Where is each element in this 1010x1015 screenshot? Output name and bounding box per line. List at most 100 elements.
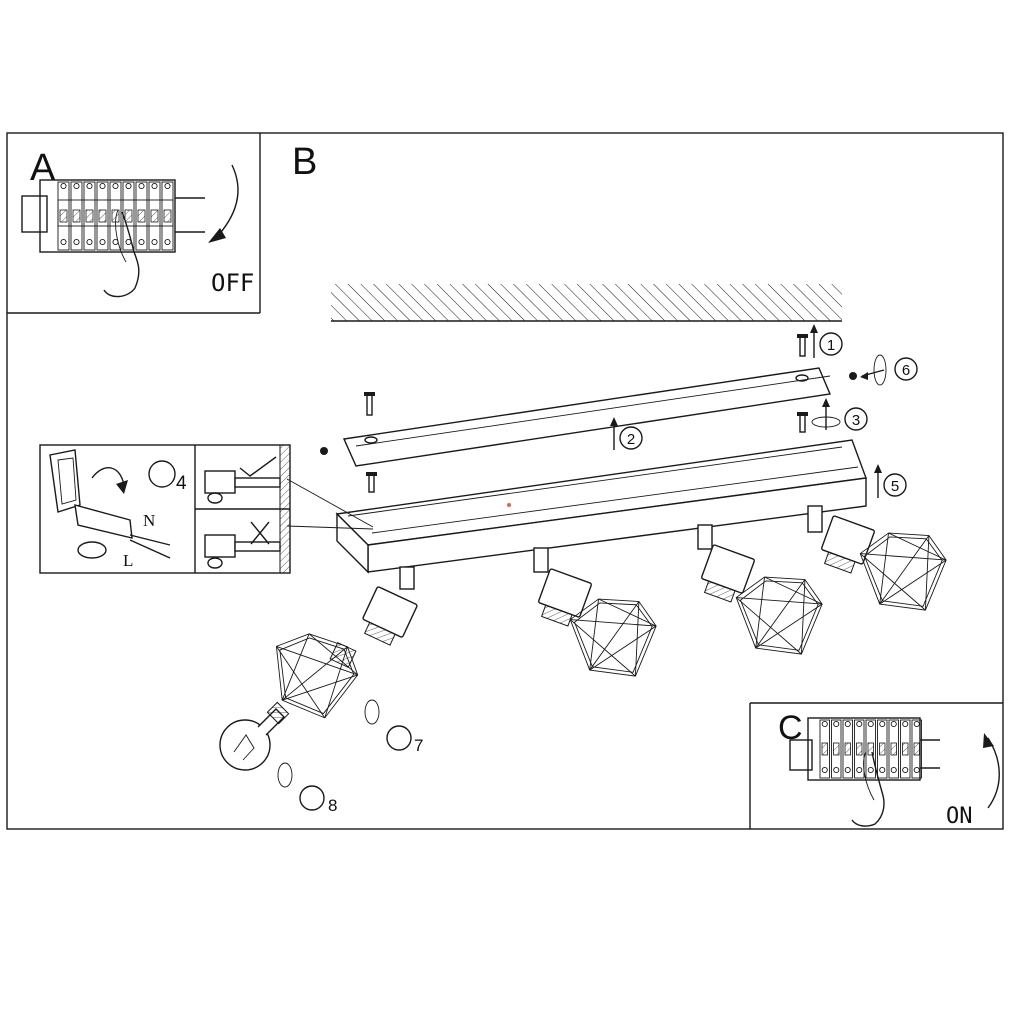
- terminal-screw-icon: [856, 720, 863, 728]
- terminal-screw-icon: [138, 238, 145, 246]
- breaker-toggle: [137, 209, 146, 223]
- terminal-screw-icon: [879, 720, 886, 728]
- rotate-icon: [811, 416, 841, 428]
- terminal-screw-icon: [86, 182, 93, 190]
- rotate-icon: [364, 699, 380, 725]
- terminal-screw-icon: [867, 720, 874, 728]
- breaker-toggle: [72, 209, 81, 223]
- step-1-marker: 1: [810, 324, 843, 358]
- arrow-up-icon: [987, 737, 1000, 809]
- breaker-module: [831, 719, 842, 779]
- nut-icon: [849, 372, 857, 380]
- breaker-module: [888, 719, 899, 779]
- panel-a: A OFF: [21, 147, 254, 298]
- terminal-screw-icon: [879, 766, 886, 774]
- terminal-screw-icon: [913, 766, 920, 774]
- breaker-module: [109, 181, 122, 251]
- terminal-screw-icon: [833, 766, 840, 774]
- svg-text:6: 6: [902, 362, 910, 379]
- terminal-screw-icon: [164, 238, 171, 246]
- terminal-screw-icon: [867, 766, 874, 774]
- step-3-marker: 3: [811, 398, 868, 431]
- step-5-marker: 5: [874, 464, 907, 498]
- rotate-icon: [873, 354, 887, 386]
- panel-c: C ON: [778, 709, 1000, 829]
- wiring-inset: 4 N L: [39, 444, 291, 574]
- breaker-toggle: [833, 742, 840, 756]
- terminal-screw-icon: [902, 766, 909, 774]
- breaker-toggle: [124, 209, 133, 223]
- check-icon: [239, 456, 277, 477]
- spotlight-2: [533, 547, 661, 682]
- terminal-screw-icon: [844, 720, 851, 728]
- mounting-bracket: [342, 367, 831, 467]
- terminal-screw-icon: [99, 238, 106, 246]
- arrow-down-icon: [213, 164, 239, 241]
- center-marker: [507, 503, 511, 507]
- breaker-module: [854, 719, 865, 779]
- terminal-screw-icon: [60, 182, 67, 190]
- breaker-module: [148, 181, 161, 251]
- breaker-box-a: [21, 179, 205, 253]
- svg-text:5: 5: [891, 478, 899, 495]
- breaker-toggle: [150, 209, 159, 223]
- live-label: L: [123, 551, 133, 570]
- breaker-toggle: [879, 742, 886, 756]
- breaker-module: [865, 719, 876, 779]
- terminal-screw-icon: [73, 238, 80, 246]
- breaker-toggle: [856, 742, 863, 756]
- terminal-screw-icon: [890, 766, 897, 774]
- hand-icon: [851, 751, 885, 827]
- terminal-screw-icon: [99, 182, 106, 190]
- switch-on-label: ON: [946, 804, 973, 829]
- breaker-module: [70, 181, 83, 251]
- neutral-label: N: [143, 511, 155, 530]
- panel-b: B: [39, 141, 951, 815]
- bulb-icon: [219, 701, 290, 771]
- hand-icon: [103, 211, 140, 298]
- rotate-icon: [277, 762, 293, 788]
- terminal-screw-icon: [164, 182, 171, 190]
- terminal-screw-icon: [821, 720, 828, 728]
- outer-frame: [6, 132, 1004, 830]
- svg-text:1: 1: [827, 337, 835, 354]
- screw-icon: [797, 334, 808, 357]
- svg-text:3: 3: [852, 412, 860, 429]
- breaker-module: [877, 719, 888, 779]
- terminal-screw-icon: [125, 182, 132, 190]
- breaker-toggle: [902, 742, 909, 756]
- terminal-screw-icon: [60, 238, 67, 246]
- breaker-module: [819, 719, 830, 779]
- terminal-screw-icon: [913, 720, 920, 728]
- breaker-module: [83, 181, 96, 251]
- breaker-toggle: [85, 209, 94, 223]
- switch-off-label: OFF: [211, 269, 254, 297]
- breaker-toggle: [59, 209, 68, 223]
- breaker-toggle: [913, 742, 920, 756]
- terminal-screw-icon: [138, 182, 145, 190]
- spotlight-exploded: 7 8: [219, 566, 423, 815]
- breaker-toggle: [844, 742, 851, 756]
- terminal-screw-icon: [73, 182, 80, 190]
- wiring-step-label: 4: [176, 473, 187, 494]
- breaker-module: [842, 719, 853, 779]
- screw-icon: [797, 412, 808, 433]
- terminal-screw-icon: [890, 720, 897, 728]
- terminal-screw-icon: [833, 720, 840, 728]
- breaker-toggle: [890, 742, 897, 756]
- breaker-box-c: [789, 717, 940, 781]
- terminal-screw-icon: [844, 766, 851, 774]
- terminal-screw-icon: [902, 720, 909, 728]
- step-6-marker: 6: [860, 354, 918, 386]
- spotlight-4: [807, 505, 951, 616]
- terminal-screw-icon: [112, 182, 119, 190]
- step-2-marker: 2: [610, 417, 643, 450]
- terminal-screw-icon: [86, 238, 93, 246]
- svg-text:2: 2: [627, 431, 635, 448]
- spotlight-3: [696, 524, 827, 660]
- step-8-label: 8: [328, 796, 337, 815]
- terminal-screw-icon: [151, 182, 158, 190]
- lamp-bar: [335, 439, 867, 574]
